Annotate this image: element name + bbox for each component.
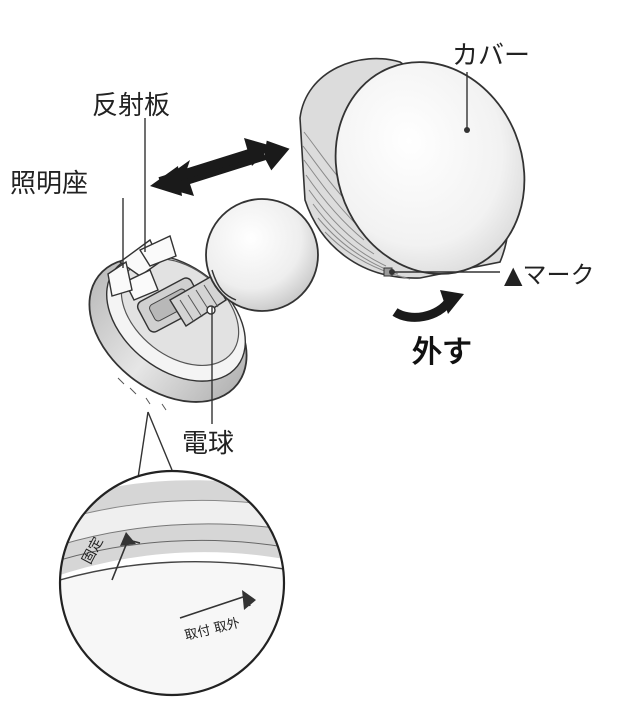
bulb-label: 電球: [182, 429, 234, 459]
cover-leader-dot: [464, 127, 470, 133]
rotate-arrow-icon: [392, 290, 464, 322]
base-label: 照明座: [10, 169, 88, 199]
cover-dome: [299, 57, 526, 280]
reflector-label: 反射板: [92, 91, 170, 121]
reflector-plate: [107, 235, 177, 301]
mark-label: ▲マーク: [504, 261, 594, 289]
light-bulb: [169, 198, 319, 327]
double-arrow-icon: [150, 138, 290, 196]
leader-lines: [122, 72, 500, 479]
mark-leader-dot: [389, 269, 395, 275]
zoom-detail: 固定 取付 取外: [58, 469, 286, 697]
base-scale-marks: [117, 377, 167, 411]
cover-label: カバー: [452, 41, 530, 71]
remove-label: 外す: [412, 335, 472, 370]
